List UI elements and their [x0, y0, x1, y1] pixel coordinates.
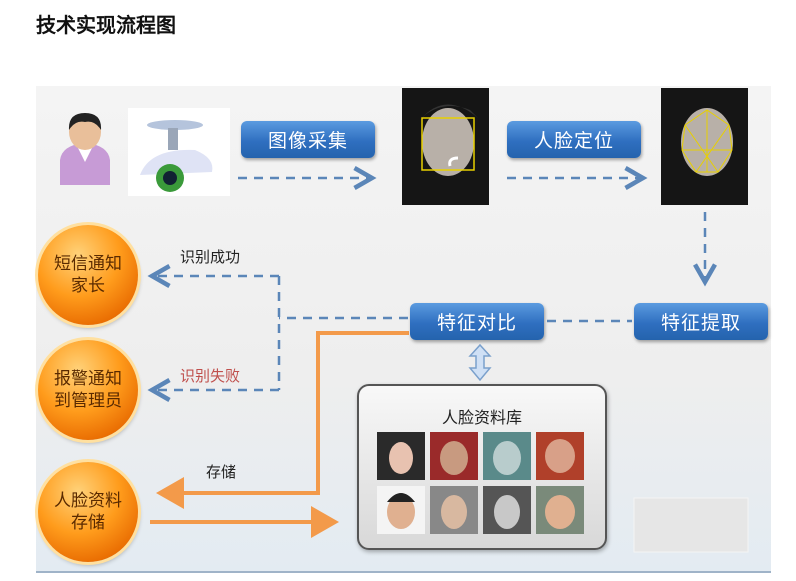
- sms-parent-node: 短信通知 家长: [38, 225, 138, 325]
- blank-panel: [633, 497, 749, 553]
- face-thumb: [483, 486, 531, 534]
- store-line2: 存储: [71, 513, 105, 533]
- face-thumb: [483, 432, 531, 480]
- face-photo-landmarks: [661, 88, 748, 205]
- face-thumbnails: [377, 432, 584, 534]
- double-arrow-icon: [468, 343, 492, 382]
- database-title: 人脸资料库: [441, 408, 522, 427]
- face-thumb: [377, 486, 425, 534]
- camera-image: [128, 108, 230, 196]
- arrow-store-from-compare: [156, 331, 409, 509]
- sms-line2: 家长: [71, 276, 105, 296]
- face-thumb: [536, 432, 584, 480]
- face-photo-locate: [402, 88, 489, 205]
- step-compare-button: 特征对比: [410, 303, 544, 340]
- step-locate-button: 人脸定位: [507, 121, 641, 158]
- face-thumb: [536, 486, 584, 534]
- alarm-admin-node: 报警通知 到管理员: [38, 340, 138, 440]
- face-store-node: 人脸资料 存储: [38, 462, 138, 562]
- face-database: 人脸资料库: [357, 384, 607, 550]
- store-line1: 人脸资料: [54, 491, 122, 511]
- success-label: 识别成功: [180, 248, 241, 266]
- alarm-line2: 到管理员: [54, 391, 122, 411]
- step-capture-button: 图像采集: [241, 121, 375, 158]
- person-icon: [60, 113, 110, 185]
- page-title: 技术实现流程图: [36, 13, 176, 37]
- sms-line1: 短信通知: [54, 254, 122, 274]
- store-label: 存储: [206, 463, 237, 481]
- alarm-line1: 报警通知: [54, 369, 122, 389]
- step-extract-button: 特征提取: [634, 303, 768, 340]
- face-thumb: [430, 432, 478, 480]
- face-thumb: [430, 486, 478, 534]
- fail-label: 识别失败: [180, 367, 241, 385]
- face-thumb: [377, 432, 425, 480]
